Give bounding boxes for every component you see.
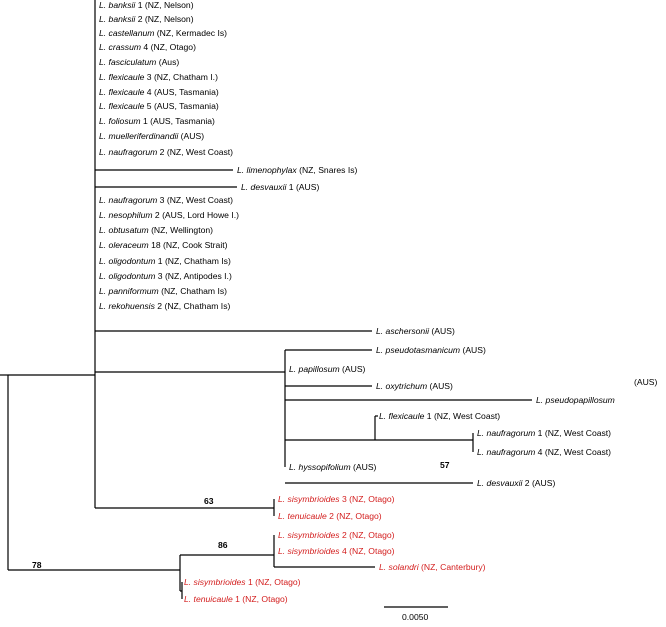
taxon-labels: L. banksii 1 (NZ, Nelson) L. banksii 2 (N… — [99, 0, 615, 604]
taxon-label: L. sisymbrioides 4 (NZ, Otago) — [278, 546, 395, 556]
taxon-label: L. panniformum (NZ, Chatham Is) — [99, 286, 227, 296]
support-value-78: 78 — [32, 560, 42, 570]
taxon-label: L. oleraceum 18 (NZ, Cook Strait) — [99, 240, 228, 250]
taxon-label: L. nesophilum 2 (AUS, Lord Howe I.) — [99, 210, 239, 220]
taxon-label: L. aschersonii (AUS) — [376, 326, 455, 336]
taxon-label: L. desvauxii 2 (AUS) — [477, 478, 555, 488]
taxon-label: L. hyssopifolium (AUS) — [289, 462, 377, 472]
taxon-label: L. castellanum (NZ, Kermadec Is) — [99, 28, 227, 38]
taxon-label: L. muelleriferdinandii (AUS) — [99, 131, 204, 141]
taxon-label: L. banksii 2 (NZ, Nelson) — [99, 14, 194, 24]
support-value-57: 57 — [440, 460, 450, 470]
taxon-label: L. fasciculatum (Aus) — [99, 57, 179, 67]
taxon-label: L. papillosum (AUS) — [289, 364, 366, 374]
taxon-label: L. oligodontum 3 (NZ, Antipodes I.) — [99, 271, 232, 281]
taxon-label: L. naufragorum 1 (NZ, West Coast) — [477, 428, 611, 438]
taxon-label: L. flexicaule 1 (NZ, West Coast) — [379, 411, 500, 421]
taxon-label: L. rekohuensis 2 (NZ, Chatham Is) — [99, 301, 230, 311]
support-value-63: 63 — [204, 496, 214, 506]
taxon-label: L. banksii 1 (NZ, Nelson) — [99, 0, 194, 10]
taxon-label: L. tenuicaule 1 (NZ, Otago) — [184, 594, 288, 604]
taxon-label: L. flexicaule 5 (AUS, Tasmania) — [99, 101, 219, 111]
taxon-label: L. sisymbrioides 3 (NZ, Otago) — [278, 494, 395, 504]
taxon-label: L. limenophylax (NZ, Snares Is) — [237, 165, 358, 175]
taxon-label: L. sisymbrioides 2 (NZ, Otago) — [278, 530, 395, 540]
taxon-label: L. foliosum 1 (AUS, Tasmania) — [99, 116, 215, 126]
taxon-label: L. naufragorum 4 (NZ, West Coast) — [477, 447, 611, 457]
support-value-86: 86 — [218, 540, 228, 550]
taxon-label: L. tenuicaule 2 (NZ, Otago) — [278, 511, 382, 521]
taxon-label: L. oligodontum 1 (NZ, Chatham Is) — [99, 256, 231, 266]
taxon-label: L. crassum 4 (NZ, Otago) — [99, 42, 196, 52]
taxon-label: L. sisymbrioides 1 (NZ, Otago) — [184, 577, 301, 587]
tree-branches — [0, 0, 532, 599]
taxon-label: L. oxytrichum (AUS) — [376, 381, 453, 391]
taxon-label: L. pseudotasmanicum (AUS) — [376, 345, 486, 355]
taxon-label: L. solandri (NZ, Canterbury) — [379, 562, 486, 572]
taxon-label: L. obtusatum (NZ, Wellington) — [99, 225, 213, 235]
taxon-label: L. pseudopapillosum — [536, 395, 615, 405]
taxon-label-extra: (AUS) — [634, 377, 658, 387]
taxon-label: L. flexicaule 3 (NZ, Chatham I.) — [99, 72, 218, 82]
taxon-label: L. flexicaule 4 (AUS, Tasmania) — [99, 87, 219, 97]
taxon-label: L. desvauxii 1 (AUS) — [241, 182, 319, 192]
scale-bar-label: 0.0050 — [402, 612, 429, 622]
taxon-label: L. naufragorum 2 (NZ, West Coast) — [99, 147, 233, 157]
taxon-label: L. naufragorum 3 (NZ, West Coast) — [99, 195, 233, 205]
